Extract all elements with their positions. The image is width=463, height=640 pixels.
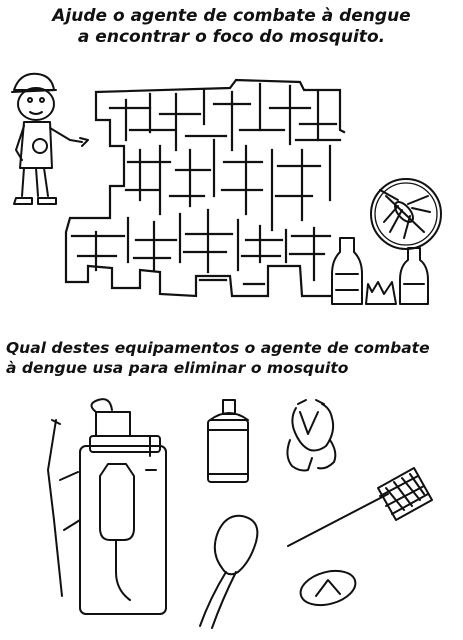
slingshot-icon <box>286 399 337 472</box>
instruction-line-2: a encontrar o foco do mosquito. <box>77 27 386 47</box>
wooden-spoon-icon <box>199 514 259 629</box>
maze-puzzle <box>64 78 346 298</box>
question-line-1: Qual destes equipamentos o agente de com… <box>6 339 430 357</box>
backpack-sprayer-icon <box>47 398 167 615</box>
question-text: Qual destes equipamentos o agente de com… <box>6 338 458 378</box>
instruction-title: Ajude o agente de combate à dengue a enc… <box>0 6 463 48</box>
mosquito-in-circle-icon <box>370 178 442 250</box>
health-agent-illustration <box>11 72 89 205</box>
soap-bar-icon <box>299 569 357 607</box>
question-line-2: à dengue usa para eliminar o mosquito <box>6 359 349 377</box>
bottles-icon <box>331 237 429 305</box>
instruction-line-1: Ajude o agente de combate à dengue <box>52 6 411 26</box>
fly-swatter-icon <box>287 467 433 547</box>
spray-can-icon <box>207 399 249 483</box>
